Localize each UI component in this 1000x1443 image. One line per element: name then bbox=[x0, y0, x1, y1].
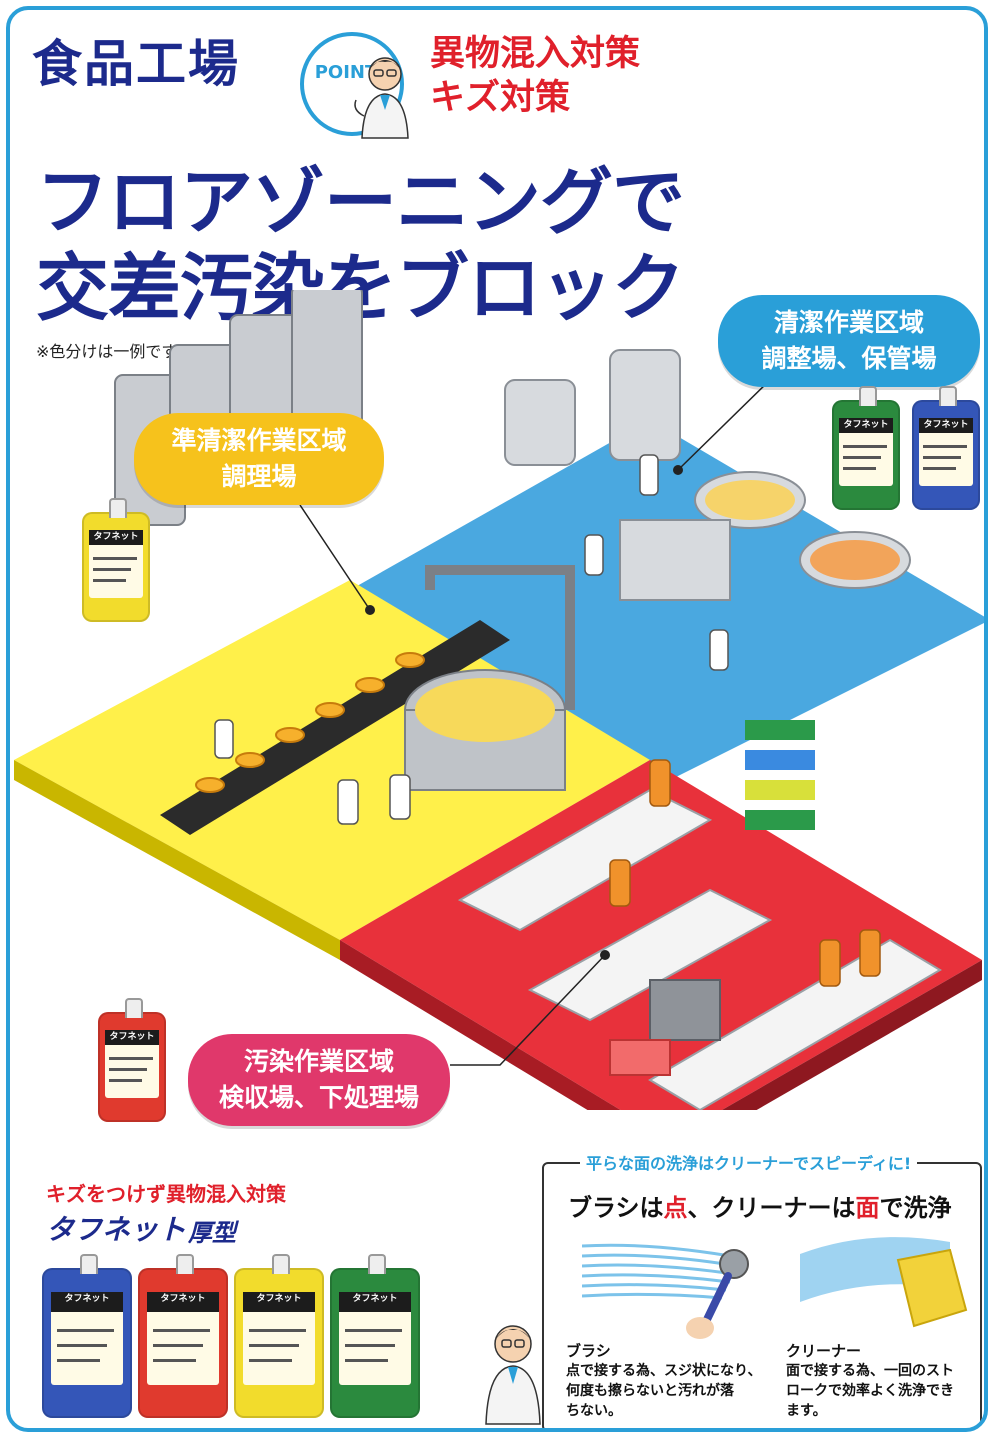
comparison-heading: ブラシは点、クリーナーは面で洗浄 bbox=[568, 1194, 952, 1222]
processing-machine bbox=[649, 979, 721, 1041]
crate bbox=[609, 1039, 671, 1076]
cleaner-label: クリーナー bbox=[786, 1342, 862, 1360]
clean-zone-label: 清潔作業区域 調整場、保管場 bbox=[718, 295, 980, 387]
product-thickness: 厚型 bbox=[188, 1219, 236, 1247]
doctor-mascot-icon bbox=[354, 57, 409, 139]
product-package-yellow: タフネット bbox=[234, 1254, 324, 1418]
clean-zone-floor bbox=[350, 420, 984, 790]
factory-floor-illustration bbox=[14, 290, 984, 1110]
processing-tables bbox=[457, 788, 942, 1110]
contaminated-zone-areas: 検収場、下処理場 bbox=[218, 1083, 419, 1112]
shelf-racks bbox=[745, 720, 815, 830]
headline-line-1: フロアゾーニングで bbox=[36, 160, 685, 245]
color-note: ※色分けは一例です。 bbox=[36, 342, 192, 361]
doctor-mascot-icon bbox=[485, 1325, 541, 1425]
brush-icon bbox=[582, 1243, 749, 1339]
brush-description: ブラシ 点で接する為、スジ状になり、 何度も擦らないと汚れが落 ちない。 bbox=[566, 1340, 776, 1421]
poster-frame: 食品工場 POINT 異物混入対策 キズ対策 フロアゾーニングで 交差汚染をブロ… bbox=[6, 6, 988, 1432]
product-package-red: タフネット bbox=[138, 1254, 228, 1418]
brush-label: ブラシ bbox=[566, 1342, 611, 1360]
product-package-yellow-zone: タフネット bbox=[82, 498, 150, 622]
clean-zone-areas: 調整場、保管場 bbox=[761, 344, 937, 373]
cleaner-sponge-icon bbox=[800, 1237, 968, 1328]
product-package-green-zone: タフネット bbox=[832, 386, 900, 510]
product-package-red-zone: タフネット bbox=[98, 998, 166, 1122]
measure-scratch: キズ対策 bbox=[430, 78, 571, 118]
product-package-blue: タフネット bbox=[42, 1254, 132, 1418]
point-label: POINT bbox=[314, 62, 378, 83]
conveyor-belt bbox=[160, 620, 510, 835]
product-caption: キズをつけず異物混入対策 bbox=[46, 1182, 286, 1206]
category-title: 食品工場 bbox=[32, 35, 240, 93]
comparison-subtitle: 平らな面の洗浄はクリーナーでスピーディに! bbox=[580, 1150, 918, 1174]
contaminated-zone-label: 汚染作業区域 検収場、下処理場 bbox=[188, 1034, 450, 1126]
cleaner-description: クリーナー 面で接する為、一回のスト ロークで効率よく洗浄でき ます。 bbox=[786, 1340, 976, 1421]
contaminated-zone-title: 汚染作業区域 bbox=[243, 1047, 394, 1076]
semi-clean-zone-label: 準清潔作業区域 調理場 bbox=[134, 413, 384, 505]
measures-list: 異物混入対策 キズ対策 bbox=[430, 32, 640, 120]
semi-clean-zone-title: 準清潔作業区域 bbox=[171, 426, 347, 455]
semi-clean-zone-areas: 調理場 bbox=[221, 462, 297, 491]
product-name: タフネット bbox=[46, 1213, 187, 1246]
conveyor-items bbox=[195, 652, 425, 793]
product-package-blue-zone: タフネット bbox=[912, 386, 980, 510]
measure-foreign-matter: 異物混入対策 bbox=[430, 34, 641, 74]
product-package-green: タフネット bbox=[330, 1254, 420, 1418]
clean-zone-title: 清潔作業区域 bbox=[773, 308, 924, 337]
workers bbox=[214, 454, 881, 987]
kettle-contents bbox=[415, 678, 555, 742]
